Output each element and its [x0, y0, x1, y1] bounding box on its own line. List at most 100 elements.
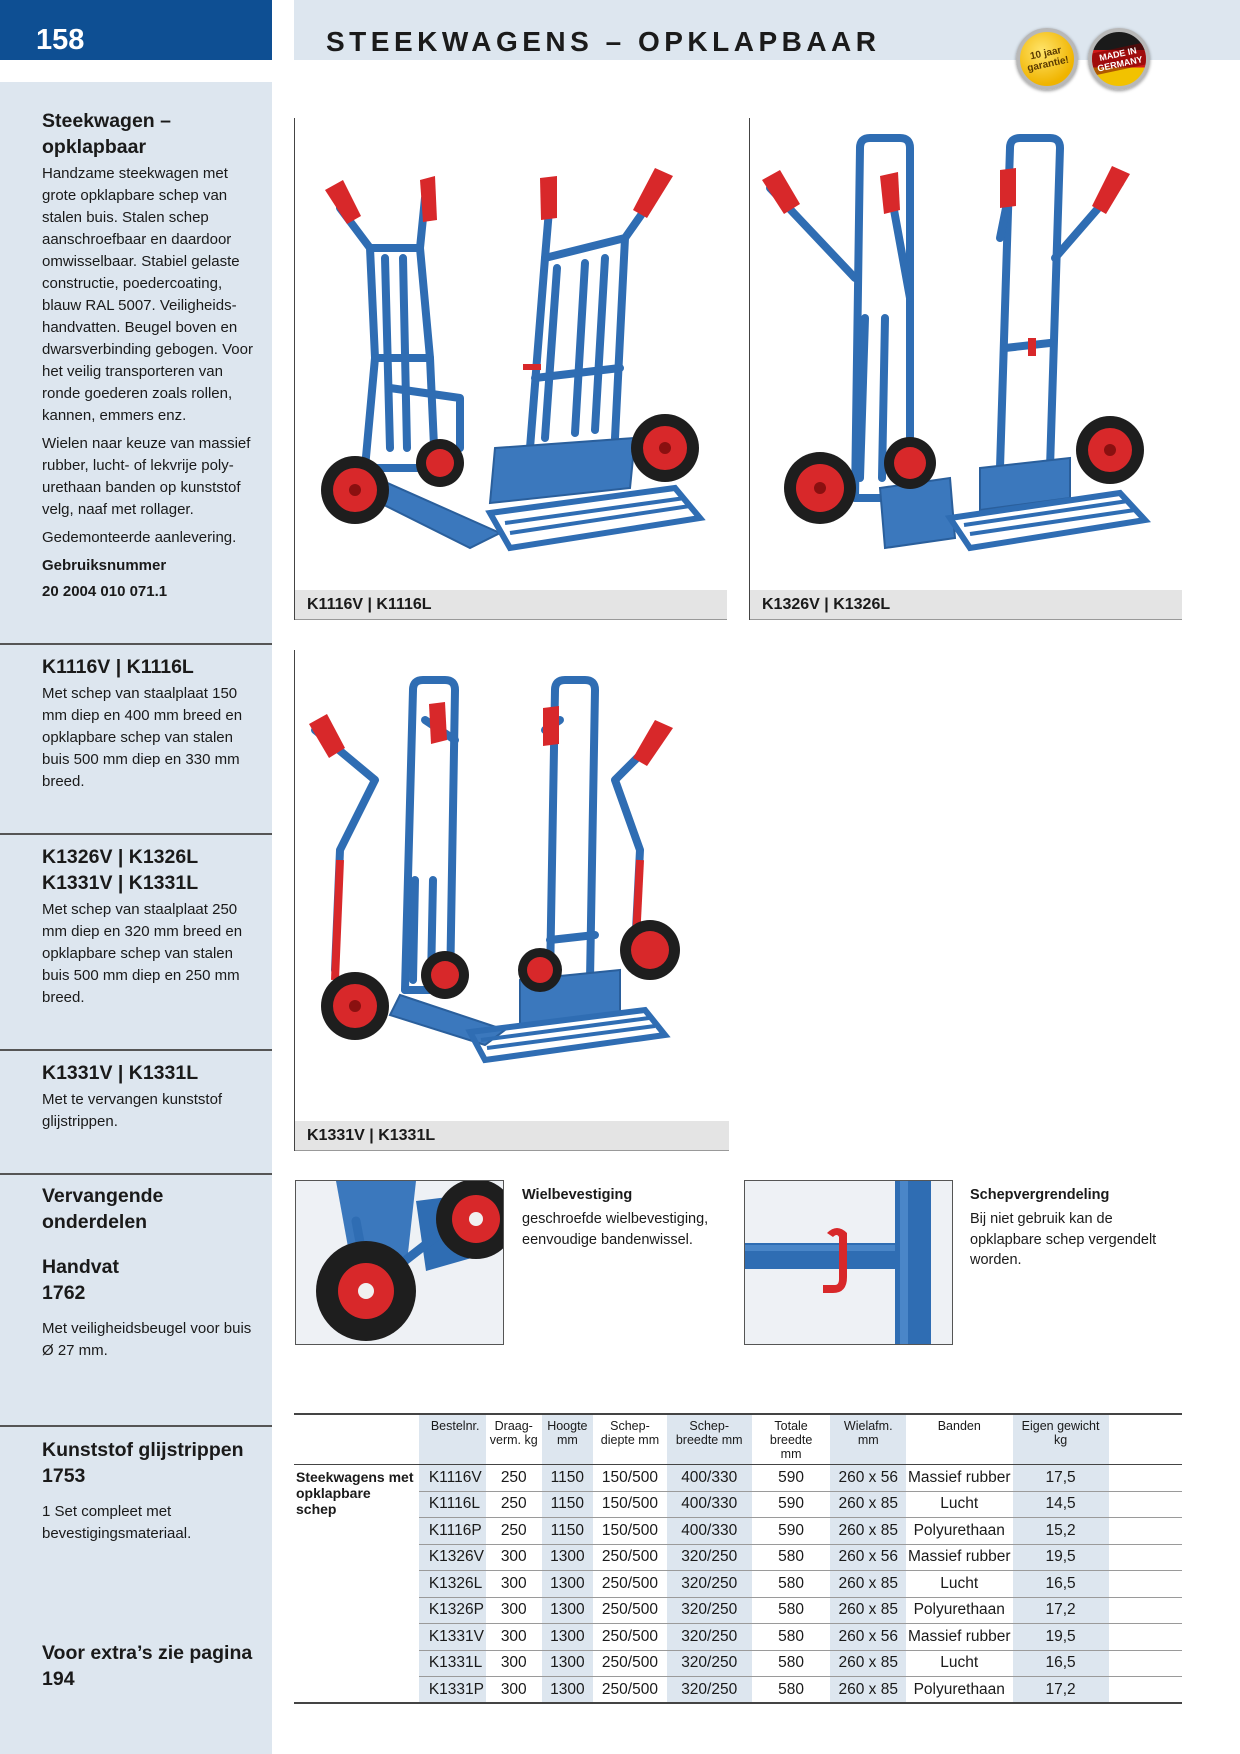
- scoop-lock-text: Bij niet gebruik kan de opklapbare schep…: [970, 1211, 1157, 1268]
- cell-wheel-size: 260 x 85: [830, 1676, 906, 1703]
- table-header-wheel: Wielafm.mm: [830, 1414, 906, 1465]
- intro-title: Steekwagen – opklapbaar: [42, 110, 171, 158]
- made-in-germany-badge-icon: MADE IN GERMANY: [1088, 28, 1150, 90]
- panel-divider: [294, 118, 295, 620]
- cell-total-width: 580: [778, 1574, 805, 1592]
- product-photo-k1326: K1326V | K1326L: [749, 118, 1182, 620]
- cell-own-weight: 15,2: [1012, 1517, 1109, 1544]
- header-strip: [294, 0, 1240, 60]
- table-header-label: mm: [556, 1433, 578, 1447]
- strips-text: 1 Set compleet met bevestigingsmateriaal…: [42, 1503, 192, 1542]
- cell-scoop-depth: 250/500: [601, 1601, 658, 1619]
- hand-truck-k1331-illustration: [309, 676, 680, 1064]
- intro-paragraph-2: Wielen naar keuze van massief rubber, lu…: [42, 435, 251, 518]
- table-header-label: Banden: [937, 1419, 981, 1433]
- cell-scoop-width: 320/250: [666, 1650, 752, 1677]
- cell-wheel-size: 260 x 56: [830, 1464, 906, 1491]
- photo-caption: K1331V | K1331L: [307, 1127, 436, 1144]
- k1326-text: Met schep van staalplaat 250 mm diep en …: [42, 901, 243, 1006]
- cell-wheel-size: 260 x 85: [830, 1517, 906, 1544]
- k1116-title: K1116V | K1116L: [42, 656, 194, 678]
- cell-scoop-depth: 250/500: [601, 1654, 658, 1672]
- sidebar-divider: [0, 643, 272, 645]
- table-header-label: Totale breedte: [769, 1419, 813, 1447]
- photo-caption-bar: K1331V | K1331L: [295, 1121, 729, 1151]
- cell-scoop-depth: 250/500: [601, 1574, 658, 1592]
- table-header-label: Eigen gewicht: [1021, 1419, 1100, 1433]
- sidebar-divider: [0, 833, 272, 835]
- table-header-label: verm. kg: [489, 1433, 538, 1447]
- table-header-label: mm: [780, 1447, 802, 1461]
- table-group-label: Steekwagens met opklapbare schep: [294, 1464, 419, 1703]
- cell-product-code: K1116V: [418, 1464, 487, 1491]
- guarantee-badge-icon: 10 jaar garantie!: [1016, 28, 1078, 90]
- table-header-label: Wielafm.: [843, 1419, 893, 1433]
- cell-total-width: 590: [778, 1495, 805, 1513]
- handle-title-line-2: 1762: [42, 1282, 86, 1304]
- cell-wheel-size: 260 x 56: [830, 1623, 906, 1650]
- cell-own-weight: 16,5: [1012, 1650, 1109, 1677]
- cell-load-capacity: 250: [500, 1495, 527, 1513]
- cell-load-capacity: 300: [500, 1627, 527, 1645]
- cell-own-weight: 16,5: [1012, 1570, 1109, 1597]
- cell-scoop-width: 320/250: [666, 1544, 752, 1571]
- cell-tyre-type: Polyurethaan: [913, 1680, 1005, 1698]
- cell-scoop-width: 400/330: [666, 1464, 752, 1491]
- cell-spacer: [1109, 1544, 1182, 1571]
- cell-scoop-width: 320/250: [666, 1597, 752, 1624]
- page-number-box: 158: [0, 0, 272, 60]
- photo-caption: K1116V | K1116L: [307, 596, 432, 613]
- cell-tyre-type: Massief rubber: [908, 1627, 1011, 1645]
- table-header-label: breedte mm: [675, 1433, 743, 1447]
- cell-spacer: [1109, 1597, 1182, 1624]
- wheel-mounting-photo: [295, 1180, 504, 1345]
- photo-caption-bar: K1326V | K1326L: [750, 590, 1182, 620]
- intro-section: Steekwagen – opklapbaar Handzame steekwa…: [42, 108, 264, 603]
- cell-own-weight: 17,2: [1012, 1676, 1109, 1703]
- cell-load-capacity: 300: [500, 1654, 527, 1672]
- photo-caption: K1326V | K1326L: [762, 596, 891, 613]
- cell-height: 1300: [541, 1597, 594, 1624]
- cell-product-code: K1326P: [418, 1597, 487, 1624]
- cell-wheel-size: 260 x 85: [830, 1491, 906, 1518]
- k1326-title-line-1: K1326V | K1326L: [42, 846, 199, 868]
- cell-product-code: K1326V: [418, 1544, 487, 1571]
- cell-height: 1150: [541, 1517, 594, 1544]
- scoop-lock-title: Schepvergrendeling: [970, 1187, 1110, 1203]
- cell-wheel-size: 260 x 85: [830, 1650, 906, 1677]
- cell-spacer: [1109, 1518, 1182, 1545]
- cell-product-code: K1116L: [418, 1491, 487, 1518]
- strips-section: Kunststof glijstrippen 1753 1 Set comple…: [42, 1437, 264, 1545]
- product-photo-k1116: K1116V | K1116L: [294, 118, 727, 620]
- cell-own-weight: 19,5: [1012, 1544, 1109, 1571]
- strips-title-line-2: 1753: [42, 1465, 86, 1487]
- cell-spacer: [1109, 1624, 1182, 1651]
- cell-tyre-type: Polyurethaan: [913, 1521, 1005, 1539]
- k1326-section: K1326V | K1326L K1331V | K1331L Met sche…: [42, 844, 264, 1009]
- cell-product-code: K1331P: [418, 1676, 487, 1703]
- hand-truck-k1326-illustration: [762, 134, 1152, 552]
- table-header-label: diepte mm: [600, 1433, 660, 1447]
- sidebar-divider: [0, 1049, 272, 1051]
- photo-caption-bar: K1116V | K1116L: [295, 590, 727, 620]
- cell-total-width: 580: [778, 1601, 805, 1619]
- k1331-text: Met te vervangen kunststof glijstrippen.: [42, 1091, 223, 1130]
- cell-tyre-type: Lucht: [940, 1654, 979, 1672]
- table-header-spacer: [1109, 1414, 1182, 1465]
- wheel-mounting-illustration: [296, 1181, 503, 1344]
- wheel-mounting-info: Wielbevestiging geschroefde wielbevestig…: [522, 1185, 732, 1250]
- cell-product-code: K1116P: [418, 1517, 487, 1544]
- cell-wheel-size: 260 x 85: [830, 1597, 906, 1624]
- table-header-label: Schep-: [689, 1419, 729, 1433]
- cell-scoop-depth: 150/500: [601, 1495, 658, 1513]
- cell-spacer: [1109, 1571, 1182, 1598]
